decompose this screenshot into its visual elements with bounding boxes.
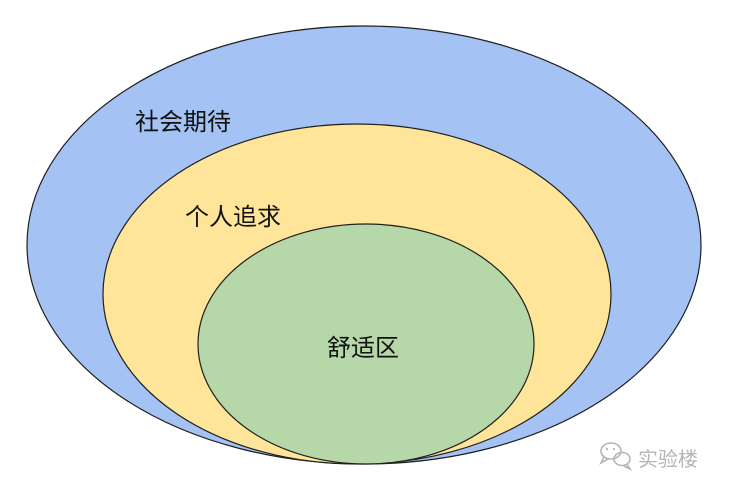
watermark: 实验楼 [599,442,698,471]
inner-ellipse-comfort [197,223,535,465]
watermark-text: 实验楼 [638,447,698,471]
outer-label: 社会期待 [135,108,231,136]
wechat-icon [599,442,633,471]
middle-label: 个人追求 [185,203,281,231]
inner-label: 舒适区 [327,334,399,362]
